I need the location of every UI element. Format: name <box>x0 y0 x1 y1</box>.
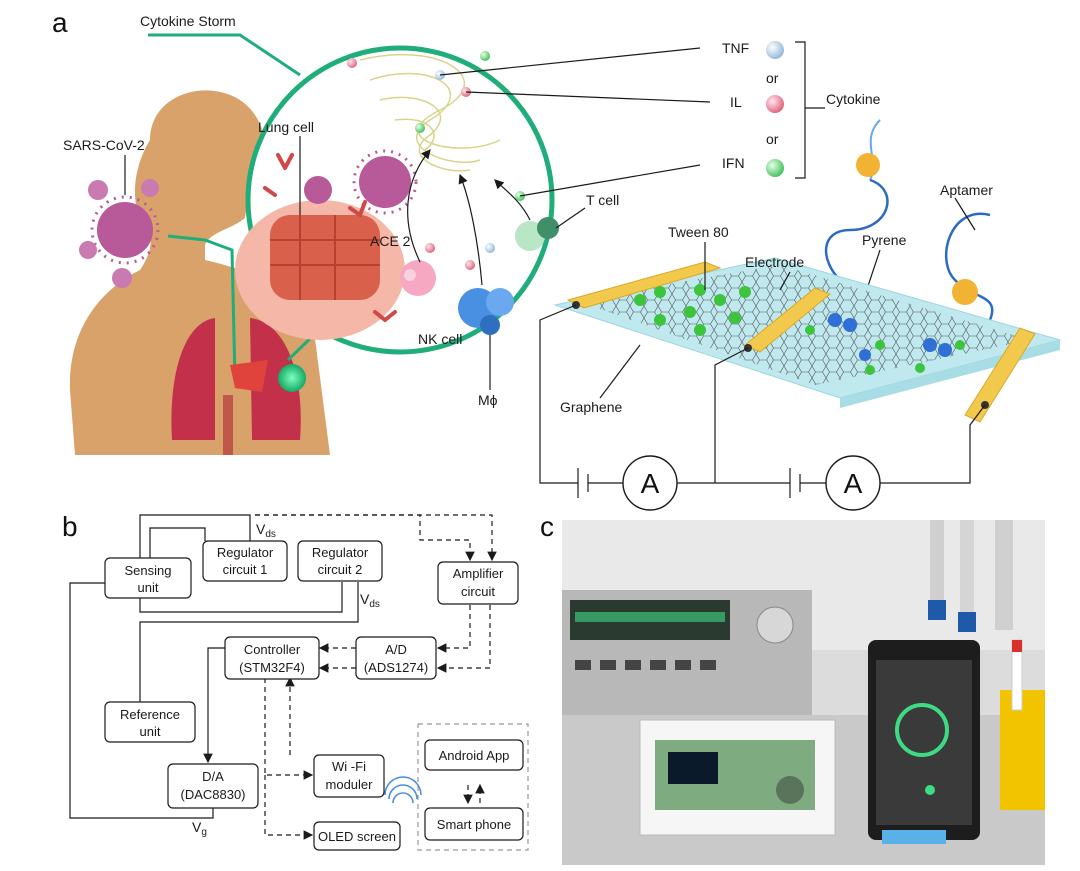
ammeter-1-label: A <box>641 468 660 499</box>
svg-text:OLED screen: OLED screen <box>318 829 396 844</box>
secretion-arrows <box>407 149 531 286</box>
lung-cell-label: Lung cell <box>258 119 314 135</box>
aptamer-label: Aptamer <box>940 182 993 198</box>
svg-text:circuit: circuit <box>461 584 495 599</box>
svg-text:(DAC8830): (DAC8830) <box>180 787 245 802</box>
ifn-ball <box>766 159 784 177</box>
virus-in-circle <box>304 149 418 215</box>
sars-label: SARS-CoV-2 <box>63 137 145 153</box>
svg-text:circuit 1: circuit 1 <box>223 562 268 577</box>
svg-text:D/A: D/A <box>202 769 224 784</box>
vds-label-mid: Vds <box>360 591 380 610</box>
svg-text:circuit 2: circuit 2 <box>318 562 363 577</box>
svg-text:Sensing: Sensing <box>125 563 172 578</box>
cytokine-legend: TNF or IL or IFN <box>439 40 825 197</box>
human-silhouette <box>69 90 330 455</box>
aptamer-drawings <box>824 119 994 321</box>
panel-a-letter: a <box>52 7 68 38</box>
graphene-label: Graphene <box>560 399 622 415</box>
svg-text:Regulator: Regulator <box>217 545 274 560</box>
svg-text:Android App: Android App <box>439 748 510 763</box>
svg-text:unit: unit <box>138 580 159 595</box>
cytokine-label: Cytokine <box>826 91 881 107</box>
panel-c-letter: c <box>540 511 554 542</box>
ad-converter: A/D (ADS1274) <box>355 636 437 680</box>
t-cell-label: T cell <box>586 192 619 208</box>
dashed-wiring <box>255 514 529 851</box>
il-label: IL <box>730 94 742 110</box>
nk-cell <box>400 260 436 296</box>
panel-b-letter: b <box>62 511 78 542</box>
svg-text:Regulator: Regulator <box>312 545 369 560</box>
ammeter-2-label: A <box>844 468 863 499</box>
or-label-2: or <box>766 131 779 147</box>
infection-glow <box>278 364 306 392</box>
measurement-circuit <box>539 304 986 511</box>
svg-text:(STM32F4): (STM32F4) <box>239 660 305 675</box>
vg-label: Vg <box>192 819 207 838</box>
electrode-middle <box>744 287 831 353</box>
tnf-label: TNF <box>722 40 749 56</box>
svg-text:Smart phone: Smart phone <box>437 817 511 832</box>
android-app: Android App <box>424 739 524 771</box>
regulator-circuit-1: Regulator circuit 1 <box>202 540 288 582</box>
svg-text:Reference: Reference <box>120 707 180 722</box>
panel-b: b <box>62 511 529 851</box>
electrode-label: Electrode <box>745 254 804 270</box>
or-label-1: or <box>766 70 779 86</box>
oled-screen: OLED screen <box>313 821 401 851</box>
svg-text:Amplifier: Amplifier <box>453 566 504 581</box>
smart-phone: Smart phone <box>424 807 524 841</box>
magnified-view <box>235 45 559 355</box>
pyrene-molecules <box>828 313 952 361</box>
reference-unit: Reference unit <box>104 701 196 743</box>
il-ball <box>766 95 784 113</box>
macrophage <box>458 288 514 335</box>
solid-wiring <box>69 514 359 819</box>
tween-label: Tween 80 <box>668 224 729 240</box>
svg-text:Wi -Fi: Wi -Fi <box>332 759 366 774</box>
nk-cell-label: NK cell <box>418 331 462 347</box>
wifi-module: Wi -Fi moduler <box>313 754 385 798</box>
ace2-receptors <box>263 153 397 322</box>
t-cell <box>515 217 559 251</box>
ifn-label: IFN <box>722 155 745 171</box>
lung-cell <box>270 215 380 300</box>
mphi-label: Mϕ <box>478 392 498 408</box>
tween-molecules <box>634 284 965 375</box>
tnf-ball <box>766 41 784 59</box>
left-lung <box>171 318 215 440</box>
wifi-icon <box>384 776 422 804</box>
regulator-circuit-2: Regulator circuit 2 <box>297 540 383 582</box>
ace2-label: ACE 2 <box>370 233 411 249</box>
storm-swirl <box>359 53 501 172</box>
svg-text:unit: unit <box>140 724 161 739</box>
right-lung <box>250 318 301 440</box>
pyrene-label: Pyrene <box>862 232 907 248</box>
panel-a: a SARS-CoV-2 Cytokine Storm <box>52 7 1062 511</box>
svg-text:A/D: A/D <box>385 642 407 657</box>
device-photo <box>562 520 1045 865</box>
cytokine-storm-label: Cytokine Storm <box>140 13 236 29</box>
graphene-device <box>553 257 1062 423</box>
sensing-unit: Sensing unit <box>104 557 192 599</box>
da-converter: D/A (DAC8830) <box>167 763 259 809</box>
svg-text:Controller: Controller <box>244 642 301 657</box>
amplifier-circuit: Amplifier circuit <box>437 561 519 605</box>
svg-text:moduler: moduler <box>326 777 374 792</box>
vds-label-top: Vds <box>256 521 276 540</box>
panel-c: c <box>540 511 1045 865</box>
controller: Controller (STM32F4) <box>224 636 320 680</box>
electrode-right <box>964 327 1036 423</box>
virus-cluster <box>79 127 358 288</box>
svg-text:(ADS1274): (ADS1274) <box>364 660 428 675</box>
